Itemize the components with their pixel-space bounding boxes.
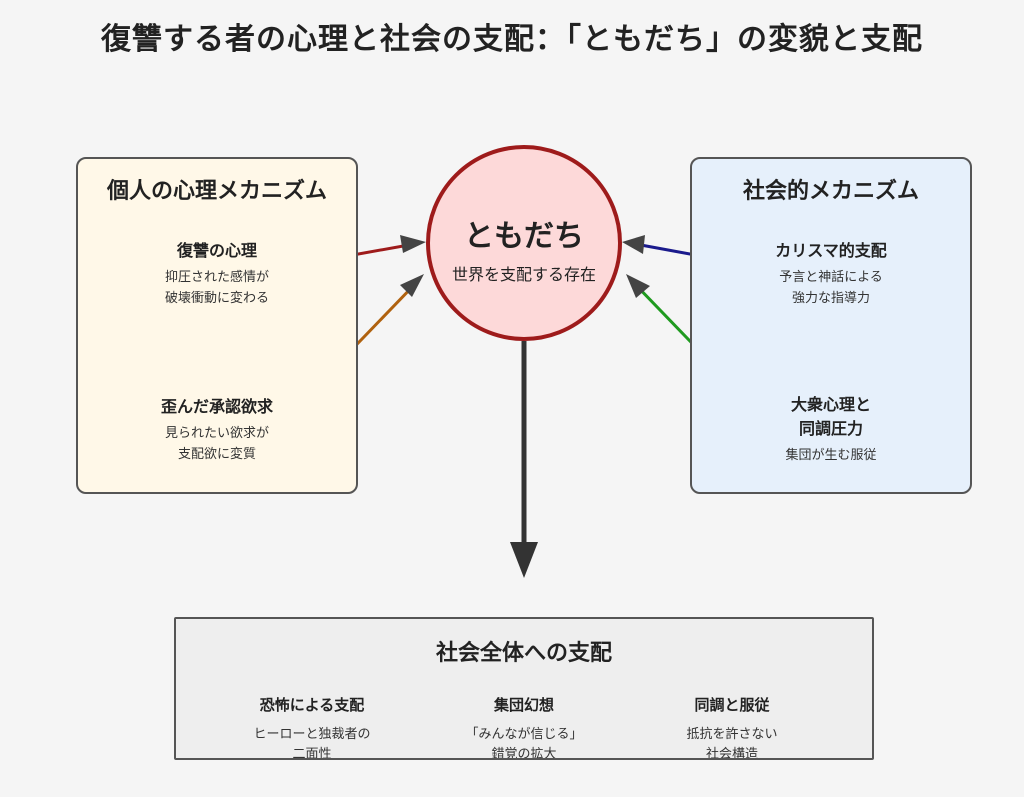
tomodachi-center-node: ともだち 世界を支配する存在: [426, 145, 622, 341]
panel-title: 社会的メカニズム: [742, 179, 919, 204]
item-desc: 予言と神話による 強力な指導力: [779, 270, 883, 306]
item-desc: 集団が生む服従: [785, 448, 877, 463]
arrowhead-approval: [400, 274, 424, 297]
mass-psychology-item: 大衆心理と 同調圧力 集団が生む服従: [692, 393, 970, 466]
item-desc: ヒーローと独裁者の 二面性: [253, 727, 371, 758]
item-desc: 抵抗を許さない 社会構造: [686, 727, 778, 758]
panel-title: 個人の心理メカニズム: [106, 179, 327, 204]
distorted-approval-item: 歪んだ承認欲求 見られたい欲求が 支配欲に変質: [78, 395, 356, 465]
charisma-rule-item: カリスマ的支配 予言と神話による 強力な指導力: [692, 239, 970, 309]
item-title: カリスマ的支配: [775, 241, 887, 260]
conformity-obedience-item: 同調と服従 抵抗を許さない 社会構造: [642, 693, 822, 758]
item-title: 集団幻想: [493, 696, 554, 714]
arrowhead-mass: [626, 274, 650, 298]
revenge-psychology-item: 復讐の心理 抑圧された感情が 破壊衝動に変わる: [78, 239, 356, 309]
fear-rule-item: 恐怖による支配 ヒーローと独裁者の 二面性: [222, 693, 402, 758]
collective-illusion-item: 集団幻想 「みんなが信じる」 錯覚の拡大: [434, 693, 614, 758]
item-title: 恐怖による支配: [259, 696, 365, 714]
arrowhead-revenge: [400, 235, 426, 253]
societal-domination-panel: 社会全体への支配 恐怖による支配 ヒーローと独裁者の 二面性 集団幻想 「みんな…: [174, 617, 874, 760]
item-desc: 見られたい欲求が 支配欲に変質: [164, 426, 269, 462]
item-desc: 抑圧された感情が 破壊衝動に変わる: [164, 270, 269, 306]
social-mechanism-panel: 社会的メカニズム カリスマ的支配 予言と神話による 強力な指導力 大衆心理と 同…: [690, 157, 972, 494]
item-title: 復讐の心理: [176, 241, 257, 260]
center-title: ともだち: [464, 219, 584, 254]
diagram-title: 復讐する者の心理と社会の支配：「ともだち」の変貌と支配: [101, 22, 923, 57]
item-title: 同調と服従: [694, 696, 770, 714]
item-desc: 「みんなが信じる」 錯覚の拡大: [465, 727, 583, 758]
arrowhead-charisma: [622, 235, 645, 254]
panel-title: 社会全体への支配: [435, 641, 612, 666]
individual-psychology-panel: 個人の心理メカニズム 復讐の心理 抑圧された感情が 破壊衝動に変わる 歪んだ承認…: [76, 157, 358, 494]
item-title: 大衆心理と 同調圧力: [790, 395, 871, 438]
center-subtitle: 世界を支配する存在: [451, 265, 596, 284]
arrowhead-down: [510, 542, 538, 578]
item-title: 歪んだ承認欲求: [160, 397, 273, 416]
